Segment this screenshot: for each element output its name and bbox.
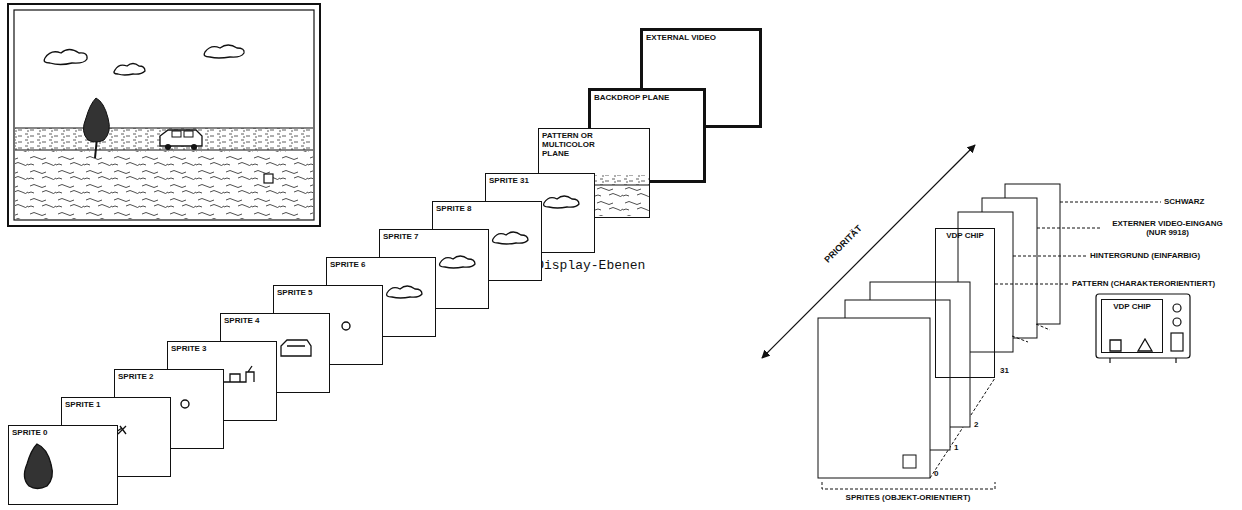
plane-label: SPRITE 1 (62, 398, 170, 411)
plane-label: SPRITE 6 (327, 258, 435, 271)
callout-number: 1 (954, 443, 958, 452)
plane-label: SPRITE 4 (221, 314, 329, 327)
sprite-shape (9, 426, 119, 506)
callout-number: 0 (934, 469, 938, 478)
plane-label: VDP CHIP (1102, 300, 1162, 313)
layer-label: SPRITES (OBJEKT-ORIENTIERT) (846, 493, 971, 502)
plane-label: SPRITE 3 (168, 342, 276, 355)
plane-label: SPRITE 0 (9, 426, 117, 439)
layer-label: PRIORITÄT (822, 223, 863, 264)
plane-label: EXTERNAL VIDEO (643, 31, 759, 44)
callout-number: 2 (974, 420, 978, 429)
plane-label: PATTERN OR MULTICOLOR PLANE (539, 129, 605, 160)
chip-plane: VDP CHIP (935, 228, 995, 378)
plane-label: SPRITE 8 (433, 202, 541, 215)
callout-number: 31 (1000, 366, 1009, 375)
layer-label: PATTERN (CHARAKTERORIENTIERT) (1072, 279, 1215, 288)
plane-label: BACKDROP PLANE (591, 91, 703, 104)
plane-label: SPRITE 2 (115, 370, 223, 383)
plane-label: SPRITE 31 (486, 174, 594, 187)
layer-label: HINTERGRUND (EINFARBIG) (1090, 251, 1200, 260)
layer-label: EXTERNER VIDEO-EINGANG (NUR 9918) (1105, 219, 1230, 237)
display-plane: SPRITE 0 (8, 425, 118, 505)
tv-screen-illustration (8, 4, 320, 226)
plane-label: VDP CHIP (936, 229, 994, 242)
layer-label: SCHWARZ (1164, 197, 1204, 206)
tv-icon (1096, 294, 1190, 363)
tv-screen: VDP CHIP (1101, 299, 1163, 353)
plane-label: SPRITE 5 (274, 286, 382, 299)
plane-label: SPRITE 7 (380, 230, 488, 243)
